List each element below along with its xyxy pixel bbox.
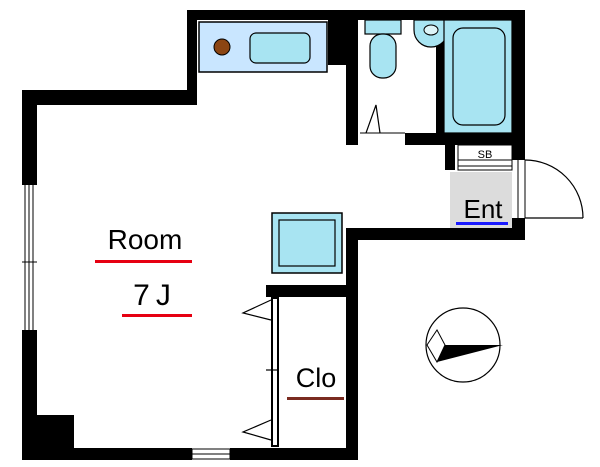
entrance-underline bbox=[456, 222, 508, 225]
bathroom-right-wall bbox=[512, 10, 525, 155]
closet-left-wall bbox=[266, 285, 278, 297]
stove-burner-icon bbox=[213, 38, 231, 56]
entrance-left-wall bbox=[445, 145, 455, 170]
wc-door bbox=[360, 104, 405, 134]
kitchen-counter bbox=[198, 21, 328, 73]
room-size-label: 7J bbox=[133, 279, 177, 312]
kitchen-left-wall bbox=[187, 10, 197, 105]
closet-underline bbox=[287, 397, 344, 400]
window-bottom bbox=[191, 448, 231, 460]
bathtub-icon bbox=[443, 19, 513, 134]
room-label: Room bbox=[108, 224, 183, 255]
entrance-label: Ent bbox=[463, 194, 503, 224]
corridor-lower-wall bbox=[346, 228, 524, 240]
wc-bottom-wall bbox=[346, 133, 358, 145]
closet-doors bbox=[241, 299, 279, 441]
closet-top-wall bbox=[266, 285, 358, 297]
entrance-floor bbox=[450, 172, 512, 228]
wc-bath-partition bbox=[436, 20, 444, 140]
kitchen-sink-icon bbox=[249, 32, 311, 64]
room-bottom-wall-right bbox=[230, 448, 358, 460]
bathroom-bottom-wall bbox=[405, 133, 525, 145]
shoe-box-label: SB bbox=[478, 149, 493, 161]
room-bottom-wall-left bbox=[22, 448, 192, 460]
room-label-underline bbox=[95, 260, 192, 263]
entrance-right-jamb-top bbox=[512, 140, 525, 160]
bathroom-top-wall bbox=[355, 10, 525, 20]
north-arrow-icon bbox=[425, 307, 503, 383]
bathroom-sink-icon bbox=[413, 19, 449, 48]
shoe-box: SB bbox=[457, 144, 513, 171]
walls bbox=[22, 10, 525, 460]
window-left bbox=[22, 185, 37, 330]
room-size-underline bbox=[122, 314, 192, 317]
closet-right-wall bbox=[346, 235, 358, 460]
entrance-door bbox=[517, 159, 584, 219]
toilet-icon bbox=[364, 19, 402, 79]
room-top-wall bbox=[22, 90, 197, 105]
entrance-right-jamb-bottom bbox=[512, 218, 525, 240]
washer-icon bbox=[271, 212, 343, 274]
room-left-wall-top bbox=[22, 90, 37, 185]
service-pillar bbox=[328, 10, 358, 65]
kitchen-top-wall bbox=[187, 10, 362, 20]
closet-label: Clo bbox=[296, 363, 337, 393]
